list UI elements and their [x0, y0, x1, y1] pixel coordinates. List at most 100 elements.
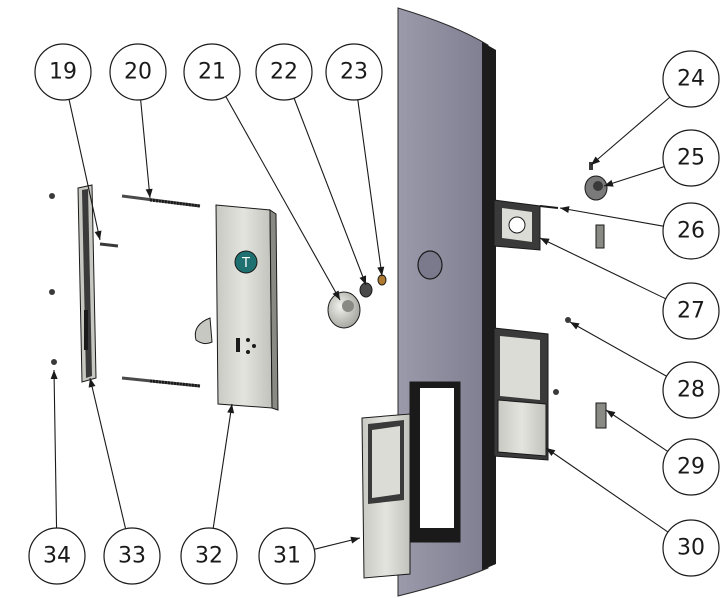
part-21-knob — [327, 291, 361, 329]
leader-arrowhead-25 — [604, 179, 614, 187]
leader-arrowhead-29 — [606, 410, 616, 418]
door-leaf — [397, 7, 496, 597]
leader-line-33 — [89, 377, 127, 529]
callout-circle-21 — [183, 43, 241, 101]
leader-arrowhead-26 — [560, 206, 570, 214]
callout-number-24: 24 — [677, 67, 705, 92]
callout-29: 29 — [662, 438, 720, 496]
callout-number-28: 28 — [677, 378, 705, 403]
callout-number-22: 22 — [270, 60, 298, 85]
callout-number-29: 29 — [677, 455, 705, 480]
callout-number-27: 27 — [677, 299, 705, 324]
callout-28: 28 — [662, 361, 720, 419]
leader-arrowhead-24 — [591, 156, 601, 165]
callout-27: 27 — [662, 282, 720, 340]
callout-31: 31 — [258, 527, 316, 585]
part-31-inner-handle — [361, 413, 411, 579]
callout-22: 22 — [255, 43, 313, 101]
leader-arrowhead-22 — [359, 275, 367, 285]
callout-number-33: 33 — [118, 544, 146, 569]
leader-line-19 — [68, 99, 101, 241]
leader-line-20 — [140, 99, 151, 199]
leader-line-32 — [212, 403, 233, 529]
callout-circle-27 — [662, 282, 720, 340]
callout-number-31: 31 — [273, 544, 301, 569]
callout-circle-29 — [662, 438, 720, 496]
callout-circle-19 — [34, 43, 92, 101]
callout-20: 20 — [109, 43, 167, 101]
callout-circle-22 — [255, 43, 313, 101]
leader-arrowhead-28 — [570, 322, 580, 330]
callout-number-26: 26 — [677, 219, 705, 244]
leader-arrowhead-27 — [540, 238, 550, 246]
leader-line-29 — [605, 409, 669, 452]
callout-32: 32 — [180, 527, 238, 585]
callout-number-20: 20 — [124, 60, 152, 85]
leader-arrowhead-32 — [227, 404, 235, 414]
leader-line-26 — [559, 207, 664, 227]
part-27-rose-plate — [493, 199, 541, 251]
callout-circle-30 — [662, 519, 720, 577]
callout-30: 30 — [662, 519, 720, 577]
callout-circle-28 — [662, 361, 720, 419]
part-26-screw — [539, 205, 559, 209]
callout-circle-32 — [180, 527, 238, 585]
callout-number-19: 19 — [49, 60, 77, 85]
callout-number-34: 34 — [43, 544, 71, 569]
part-29-clip — [595, 224, 607, 429]
callout-circle-20 — [109, 43, 167, 101]
callout-21: 21 — [183, 43, 241, 101]
leader-arrowhead-19 — [94, 230, 102, 240]
leader-line-25 — [603, 166, 665, 187]
callout-circle-23 — [325, 43, 383, 101]
leader-line-24 — [590, 96, 671, 166]
part-32-lock-body: T — [194, 204, 279, 411]
part-22-spindle — [359, 282, 373, 298]
callout-24: 24 — [662, 50, 720, 108]
callout-number-32: 32 — [195, 544, 223, 569]
leader-line-28 — [569, 321, 667, 377]
leader-arrowhead-23 — [377, 266, 385, 276]
callout-number-25: 25 — [677, 146, 705, 171]
callout-circle-31 — [258, 527, 316, 585]
callout-circle-25 — [662, 129, 720, 187]
callout-circle-33 — [103, 527, 161, 585]
leader-line-23 — [357, 99, 383, 277]
part-24-pin — [589, 162, 593, 170]
leader-arrowhead-30 — [546, 448, 556, 456]
part-23-nut — [377, 274, 387, 286]
leader-line-30 — [545, 447, 669, 533]
leader-lines — [50, 96, 671, 550]
callout-26: 26 — [662, 202, 720, 260]
callout-number-30: 30 — [677, 536, 705, 561]
part-34-screws — [49, 193, 57, 365]
callout-labels: 19 20 21 22 23 24 25 26 27 28 29 30 31 32 33 34 — [28, 43, 720, 585]
part-30-outer-handle — [493, 327, 549, 461]
callout-number-23: 23 — [340, 60, 368, 85]
leader-arrowhead-21 — [332, 290, 340, 300]
leader-line-27 — [539, 237, 667, 300]
part-25-cylinder — [584, 175, 608, 201]
callout-circle-26 — [662, 202, 720, 260]
callout-number-21: 21 — [198, 60, 226, 85]
svg-text:T: T — [241, 256, 250, 271]
leader-arrowhead-31 — [350, 536, 360, 544]
callout-25: 25 — [662, 129, 720, 187]
leader-arrowhead-20 — [145, 188, 153, 198]
part-20-bolts — [99, 194, 201, 388]
part-33-edge-plate — [77, 184, 97, 383]
callout-34: 34 — [28, 527, 86, 585]
leader-line-34 — [53, 369, 58, 529]
callout-19: 19 — [34, 43, 92, 101]
callout-23: 23 — [325, 43, 383, 101]
callout-33: 33 — [103, 527, 161, 585]
leader-arrowhead-34 — [50, 370, 58, 380]
part-28-screw — [553, 317, 571, 395]
callout-circle-24 — [662, 50, 720, 108]
leader-line-21 — [225, 96, 341, 301]
callout-circle-34 — [28, 527, 86, 585]
leader-arrowhead-33 — [88, 378, 96, 388]
leader-line-22 — [293, 97, 367, 286]
